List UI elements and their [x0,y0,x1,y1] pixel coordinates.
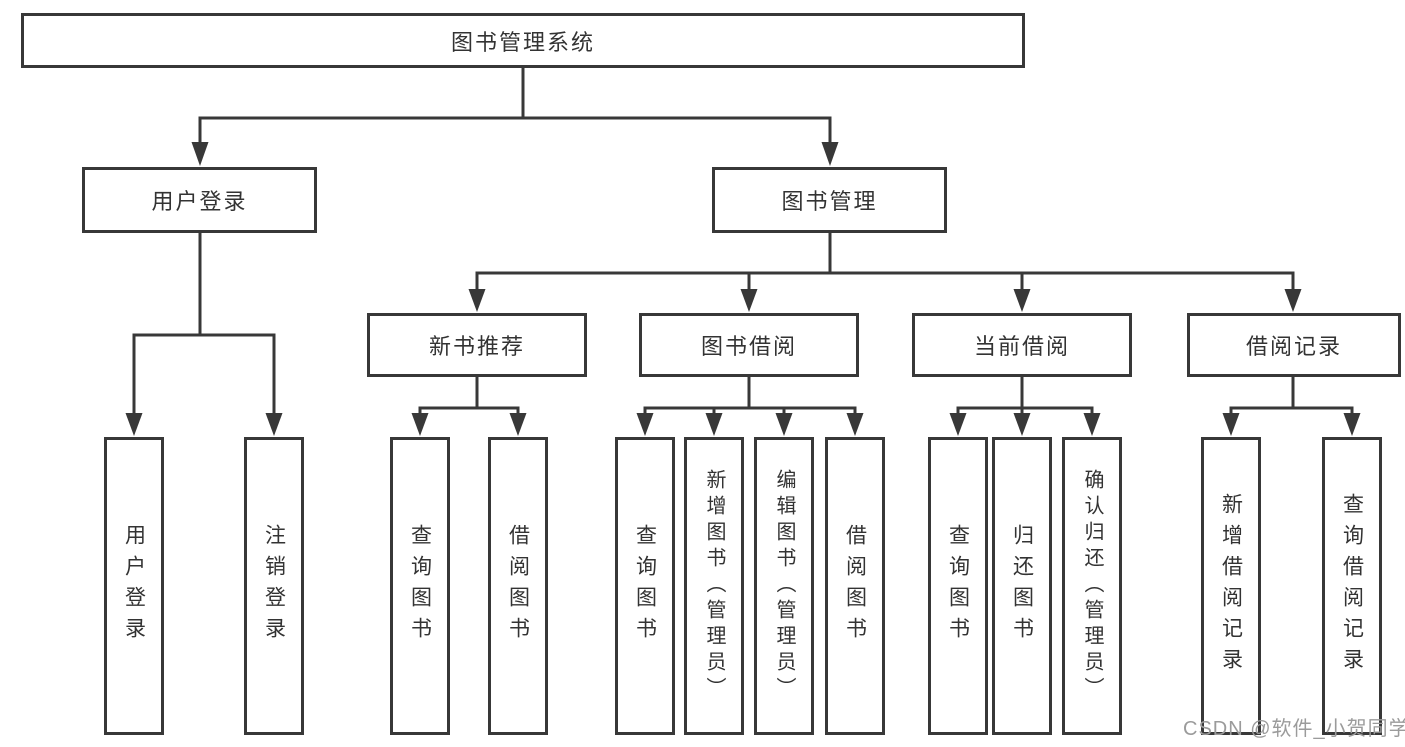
leaf-query-books-1: 查询图书 [390,437,450,735]
node-user-login: 用户登录 [82,167,317,233]
leaf-label: 借阅图书 [506,524,530,648]
arrowhead-leaf-query3 [949,413,967,436]
leaf-label: 查询图书 [408,524,432,648]
node-current-borrow: 当前借阅 [912,313,1132,377]
arrowhead-leaf-confirm [1083,413,1101,436]
arrowhead-leaf-queryrecord [1343,413,1361,436]
arrowhead-leaf-login [125,413,143,436]
arrowhead-leaf-return [1013,413,1031,436]
leaf-confirm-return-admin: 确认归还（管理员） [1062,437,1122,735]
node-borrow-records: 借阅记录 [1187,313,1401,377]
leaf-query-books-3: 查询图书 [928,437,988,735]
arrowhead-current [1013,289,1031,312]
arrowhead-leaf-editbook [775,413,793,436]
leaf-label: 注销登录 [262,524,286,648]
leaf-label: 确认归还（管理员） [1081,469,1103,703]
arrowhead-leaf-query1 [411,413,429,436]
leaf-label: 编辑图书（管理员） [773,469,795,703]
leaf-query-borrow-record: 查询借阅记录 [1322,437,1382,735]
node-new-book-recommend: 新书推荐 [367,313,587,377]
arrowhead-leaf-borrow2 [846,413,864,436]
leaf-add-borrow-record: 新增借阅记录 [1201,437,1261,735]
arrowhead-book-mgmt [821,142,839,166]
node-book-management: 图书管理 [712,167,947,233]
leaf-borrow-books-1: 借阅图书 [488,437,548,735]
node-book-borrow: 图书借阅 [639,313,859,377]
leaf-label: 用户登录 [122,524,146,648]
arrowhead-borrow [740,289,758,312]
leaf-label: 归还图书 [1010,524,1034,648]
arrowhead-leaf-addbook [705,413,723,436]
leaf-label: 借阅图书 [843,524,867,648]
arrowhead-leaf-query2 [636,413,654,436]
arrowhead-leaf-logout [265,413,283,436]
leaf-label: 新增图书（管理员） [703,469,725,703]
leaf-label: 查询图书 [946,524,970,648]
arrowhead-user-login [191,142,209,166]
arrowhead-leaf-addrecord [1222,413,1240,436]
arrowhead-recommend [468,289,486,312]
csdn-watermark: CSDN @软件_小贺同学 [1183,718,1405,740]
arrowhead-leaf-borrow1 [509,413,527,436]
leaf-borrow-books-2: 借阅图书 [825,437,885,735]
leaf-label: 新增借阅记录 [1219,493,1243,679]
leaf-user-login: 用户登录 [104,437,164,735]
leaf-logout: 注销登录 [244,437,304,735]
arrowhead-records [1284,289,1302,312]
leaf-label: 查询图书 [633,524,657,648]
leaf-add-book-admin: 新增图书（管理员） [684,437,744,735]
leaf-edit-book-admin: 编辑图书（管理员） [754,437,814,735]
leaf-return-book: 归还图书 [992,437,1052,735]
leaf-query-books-2: 查询图书 [615,437,675,735]
node-root: 图书管理系统 [21,13,1025,68]
leaf-label: 查询借阅记录 [1340,493,1364,679]
